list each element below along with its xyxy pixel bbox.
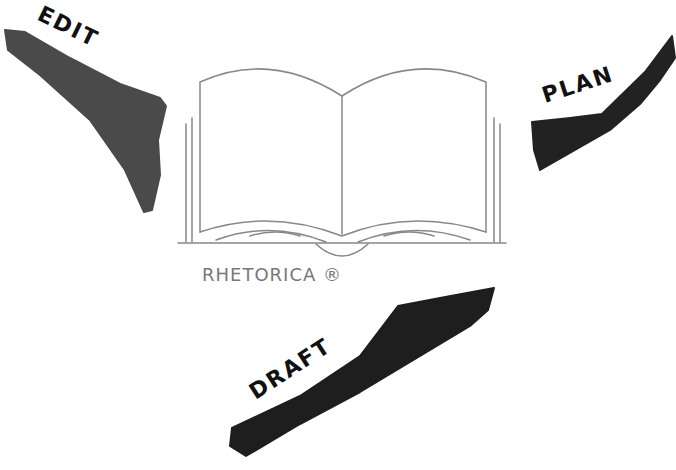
brush-stroke-node: PLAN: [522, 28, 676, 174]
brush-stroke-node: EDIT: [0, 0, 176, 216]
brush-stroke-node: DRAFT: [222, 282, 502, 462]
stage-label: PLAN: [539, 61, 617, 108]
brand-name: RHETORICA ®: [202, 264, 342, 285]
